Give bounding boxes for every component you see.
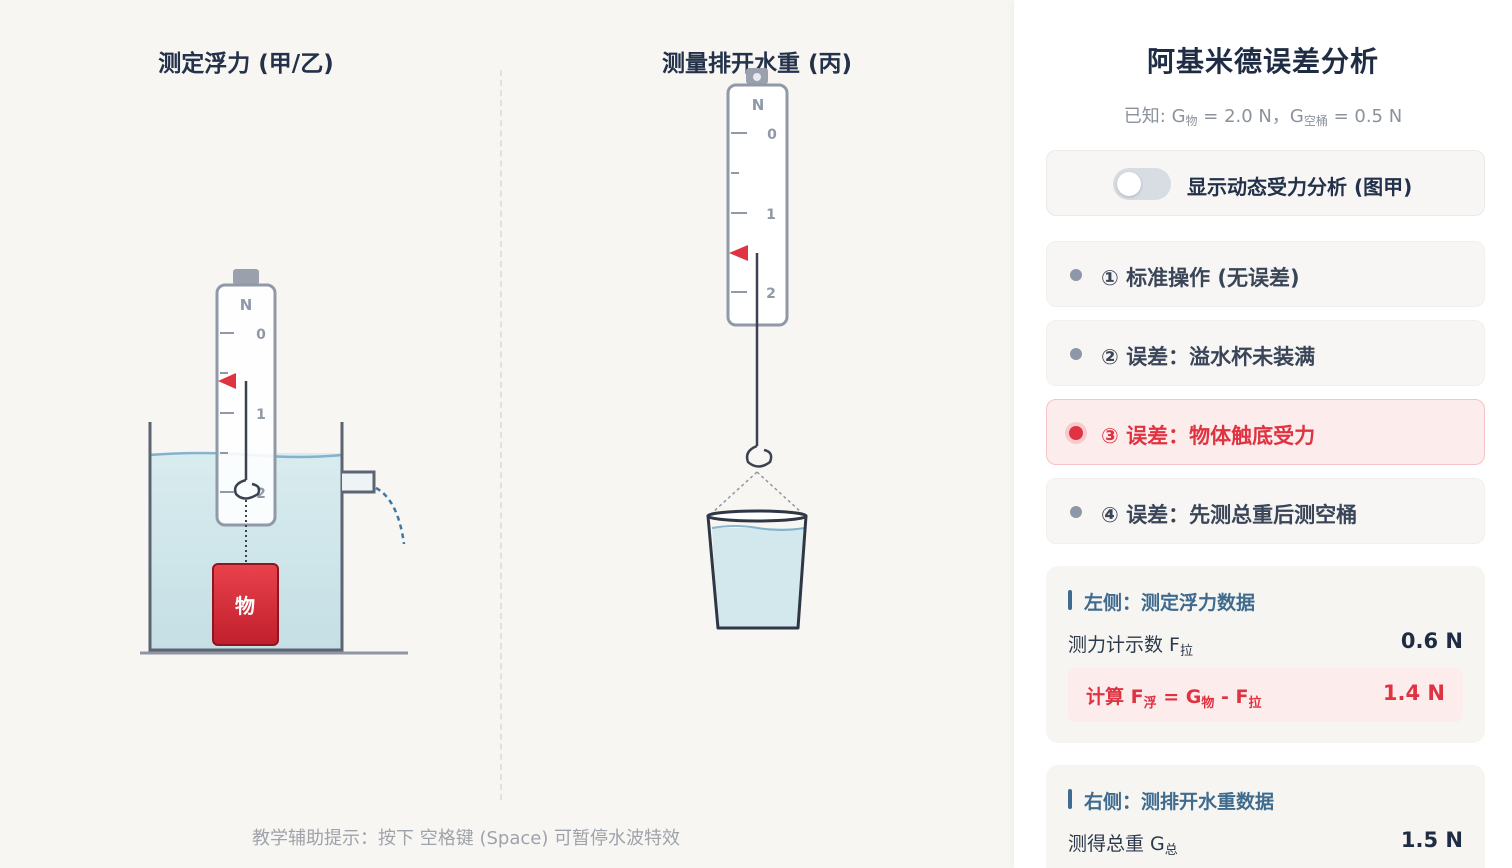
left-tick-1: 1 [256,407,266,423]
right-spring-scale: N 0 1 2 [726,68,789,468]
overflow-stream [375,486,406,545]
force-analysis-toggle-card[interactable]: 显示动态受力分析 (图甲) [1046,150,1485,216]
option-dot-selected [1069,426,1083,440]
left-spring-scale: N 0 1 2 [215,269,277,564]
right-tick-0: 0 [767,127,777,143]
left-pointer [218,373,236,389]
option-dot [1070,348,1082,360]
left-scale-unit: N [240,296,253,314]
buoyancy-data-heading: 左侧：测定浮力数据 [1068,588,1255,615]
option-label: ① 标准操作 (无误差) [1101,266,1300,290]
scale-reading-label: 测力计示数 F拉 [1068,634,1193,659]
option-order-error[interactable]: ④ 误差：先测总重后测空桶 [1046,478,1485,544]
option-label: ② 误差：溢水杯未装满 [1101,345,1316,369]
submerged-object: 物 [212,563,279,646]
left-tick-2: 2 [256,486,266,502]
total-weight-value: 1.5 N [1400,828,1463,852]
displaced-water-heading: 右侧：测排开水重数据 [1068,787,1274,814]
toggle-knob [1117,172,1141,196]
option-label: ④ 误差：先测总重后测空桶 [1101,503,1358,527]
keyboard-hint: 教学辅助提示：按下 空格键 (Space) 可暂停水波特效 [252,828,681,849]
stage-divider [500,70,502,800]
option-dot [1070,506,1082,518]
option-standard[interactable]: ① 标准操作 (无误差) [1046,241,1485,307]
option-cup-not-full[interactable]: ② 误差：溢水杯未装满 [1046,320,1485,386]
buoyancy-calc-row: 计算 F浮 = G物 - F拉 1.4 N [1068,668,1463,722]
toggle-label: 显示动态受力分析 (图甲) [1187,175,1413,199]
total-weight-label: 测得总重 G总 [1068,833,1178,858]
panel-title: 阿基米德误差分析 [1146,45,1379,78]
analysis-panel: 阿基米德误差分析 已知: G物 = 2.0 N，G空桶 = 0.5 N 显示动态… [1014,0,1512,868]
right-pointer [729,245,748,261]
scale-reading-value: 0.6 N [1400,629,1463,653]
buoyancy-value: 1.4 N [1382,681,1445,705]
left-experiment-title: 测定浮力 (甲/乙) [158,51,334,77]
experiment-stage: 测定浮力 (甲/乙) 测量排开水重 (丙) [140,51,853,849]
known-values: 已知: G物 = 2.0 N，G空桶 = 0.5 N [1123,106,1403,128]
object-label: 物 [235,594,255,618]
right-scale-unit: N [752,96,765,114]
force-analysis-toggle[interactable] [1113,168,1171,200]
option-touches-bottom[interactable]: ③ 误差：物体触底受力 [1046,399,1485,465]
option-dot [1070,269,1082,281]
left-tick-0: 0 [256,327,266,343]
right-tick-2: 2 [766,286,776,302]
option-label: ③ 误差：物体触底受力 [1101,424,1316,448]
buoyancy-formula: 计算 F浮 = G物 - F拉 [1086,686,1262,711]
experiment-illustration: N 0 1 2 物 N [140,68,808,655]
buoyancy-data-card: 左侧：测定浮力数据 测力计示数 F拉 0.6 N 计算 F浮 = G物 - F拉… [1046,566,1485,743]
displaced-water-data-card: 右侧：测排开水重数据 测得总重 G总 1.5 N [1046,765,1485,868]
catch-bucket [706,471,808,630]
right-tick-1: 1 [766,207,776,223]
